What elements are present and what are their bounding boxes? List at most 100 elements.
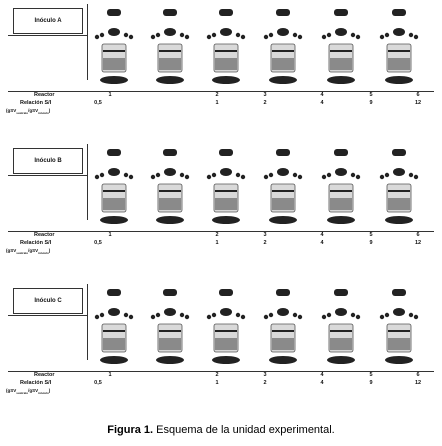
bubble: [321, 314, 327, 320]
bubble: [128, 314, 134, 320]
reactor-number: 5: [369, 92, 373, 98]
reactor-liquid: [388, 338, 410, 350]
reactor-cap: [392, 289, 406, 296]
bubble: [321, 174, 327, 180]
ratio-value: 1: [215, 380, 219, 386]
bubble: [326, 32, 332, 38]
ratio-units: (gSVsustrato/gSVinóculo): [6, 108, 51, 115]
reactor-unit: [94, 148, 134, 228]
reactor-stopper: [335, 308, 347, 316]
ratio-units: (gSVsustrato/gSVinóculo): [6, 388, 51, 395]
reactor-liquid: [330, 198, 352, 210]
bubble: [292, 32, 298, 38]
label-underline: [8, 35, 88, 36]
reactor-liquid: [388, 58, 410, 70]
bubble: [179, 32, 185, 38]
ratio-value: 4: [320, 380, 324, 386]
bubble: [350, 172, 356, 178]
bubble: [206, 314, 212, 320]
bubble: [292, 172, 298, 178]
reactor-base: [385, 216, 413, 224]
bubble: [123, 172, 129, 178]
reactor-unit: [263, 288, 303, 368]
bubble: [155, 172, 161, 178]
reactor-base: [156, 356, 184, 364]
label-underline: [8, 315, 88, 316]
bubble: [355, 314, 361, 320]
reactor-number: 1: [108, 232, 112, 238]
reactor-row-label: Reactor: [34, 232, 55, 238]
reactor-unit: [150, 8, 190, 88]
reactor-cap: [276, 149, 290, 156]
reactor-liquid: [215, 198, 237, 210]
ratio-value: 2: [263, 240, 267, 246]
reactor-number: 4: [320, 92, 324, 98]
reactor-liquid: [159, 338, 181, 350]
reactor-stopper: [108, 28, 120, 36]
figure-caption: Figura 1. Esquema de la unidad experimen…: [0, 424, 442, 436]
bubble: [413, 314, 419, 320]
reactor-base: [156, 216, 184, 224]
ratio-value: 12: [414, 240, 422, 246]
bubble: [128, 34, 134, 40]
reactor-number: 5: [369, 372, 373, 378]
ratio-value: 1: [215, 240, 219, 246]
reactor-cap: [107, 149, 121, 156]
reactor-stopper: [335, 168, 347, 176]
ratio-value: 12: [414, 100, 422, 106]
bubble: [184, 314, 190, 320]
reactor-base: [385, 76, 413, 84]
reactor-cap: [392, 9, 406, 16]
bubble: [99, 312, 105, 318]
inoculum-label-box: Inóculo B: [13, 148, 83, 174]
reactor-stopper: [220, 28, 232, 36]
table-rule: [8, 231, 434, 232]
reactor-row-label: Reactor: [34, 372, 55, 378]
reactor-base: [269, 76, 297, 84]
reactor-liquid: [103, 198, 125, 210]
bubble: [263, 314, 269, 320]
bubble: [355, 34, 361, 40]
bubble: [179, 172, 185, 178]
figure-caption-label: Figura 1.: [107, 424, 154, 436]
bubble: [263, 34, 269, 40]
reactor-number: 3: [263, 92, 267, 98]
bubble: [184, 34, 190, 40]
ratio-value: 0,5: [94, 380, 102, 386]
reactor-stopper: [108, 308, 120, 316]
ratio-value: 2: [263, 100, 267, 106]
reactor-cap: [276, 289, 290, 296]
ratio-value: 1: [215, 100, 219, 106]
reactor-stopper: [393, 308, 405, 316]
reactor-number: 6: [416, 92, 420, 98]
reactor-number: 2: [215, 92, 219, 98]
reactor-unit: [379, 288, 419, 368]
bubble: [268, 312, 274, 318]
reactor-liquid: [159, 58, 181, 70]
reactor-liquid: [215, 338, 237, 350]
ratio-value: 0,5: [94, 100, 102, 106]
reactor-number: 6: [416, 232, 420, 238]
bubble: [350, 32, 356, 38]
ratio-value: 12: [414, 380, 422, 386]
reactor-liquid: [159, 198, 181, 210]
reactor-number: 1: [108, 372, 112, 378]
ratio-value: 4: [320, 240, 324, 246]
bubble: [263, 174, 269, 180]
bubble: [292, 312, 298, 318]
reactor-unit: [379, 148, 419, 228]
bubble: [408, 32, 414, 38]
reactor-base: [269, 356, 297, 364]
reactor-liquid: [388, 198, 410, 210]
reactor-base: [269, 216, 297, 224]
bubble: [384, 32, 390, 38]
reactor-cap: [276, 9, 290, 16]
table-rule: [8, 371, 434, 372]
reactor-stopper: [220, 308, 232, 316]
bubble: [321, 34, 327, 40]
reactor-unit: [206, 148, 246, 228]
bubble: [94, 174, 100, 180]
reactor-cap: [107, 289, 121, 296]
reactor-cap: [219, 149, 233, 156]
bubble: [206, 34, 212, 40]
